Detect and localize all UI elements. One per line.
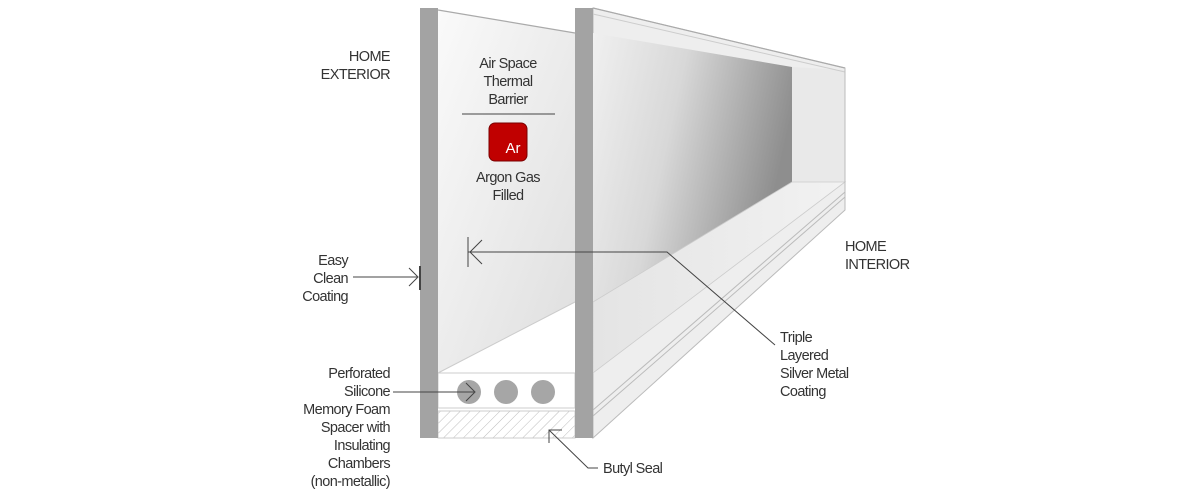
label-line: Filled [492, 188, 524, 204]
label-line: Memory Foam [303, 402, 390, 418]
label-line: Air Space [479, 56, 537, 72]
label-line: Triple [780, 330, 813, 346]
label-line: Silicone [344, 384, 391, 400]
triple-layered-label: Triple Layered Silver Metal Coating [780, 330, 850, 400]
triple-layered-leader [468, 251, 776, 346]
butyl-seal-leader [548, 429, 598, 469]
callouts [353, 237, 776, 469]
argon-icon [488, 122, 528, 162]
interior-pane [575, 8, 593, 438]
air-space-label: Air Space Thermal Barrier [479, 56, 538, 108]
label-line: Insulating [334, 438, 391, 454]
argon-symbol: Ar [506, 140, 521, 157]
easy-clean-label: Easy Clean Coating [302, 253, 350, 305]
label-line: Thermal [484, 74, 533, 90]
label-line: Spacer with [321, 420, 391, 436]
interior-glass [592, 7, 847, 440]
label-line: HOME [349, 49, 391, 65]
air-space [437, 9, 576, 374]
label-line: HOME [845, 239, 887, 255]
label-line: Easy [318, 253, 349, 269]
label-line: Coating [302, 289, 348, 305]
label-line: Chambers [328, 456, 390, 472]
butyl-seal-label: Butyl Seal [603, 461, 663, 477]
spacer [437, 372, 576, 439]
exterior-pane [420, 8, 438, 438]
label-line: Coating [780, 384, 826, 400]
label-line: Silver Metal [780, 366, 849, 382]
label-line: Clean [313, 271, 348, 287]
label-line: Barrier [488, 92, 528, 108]
label-line: (non-metallic) [311, 474, 390, 490]
spacer-label: Perforated Silicone Memory Foam Spacer w… [303, 366, 391, 490]
label-line: Perforated [328, 366, 390, 382]
label-line: Layered [780, 348, 829, 364]
label-line: Argon Gas [476, 170, 540, 186]
label-line: EXTERIOR [321, 67, 390, 83]
home-exterior-label: HOME EXTERIOR [321, 49, 392, 83]
argon-gas-label: Argon Gas Filled [476, 170, 541, 204]
home-interior-label: HOME INTERIOR [845, 239, 910, 273]
insulating-chamber [494, 380, 518, 404]
butyl-seal [437, 410, 576, 439]
insulating-chamber [531, 380, 555, 404]
label-line: INTERIOR [845, 257, 910, 273]
